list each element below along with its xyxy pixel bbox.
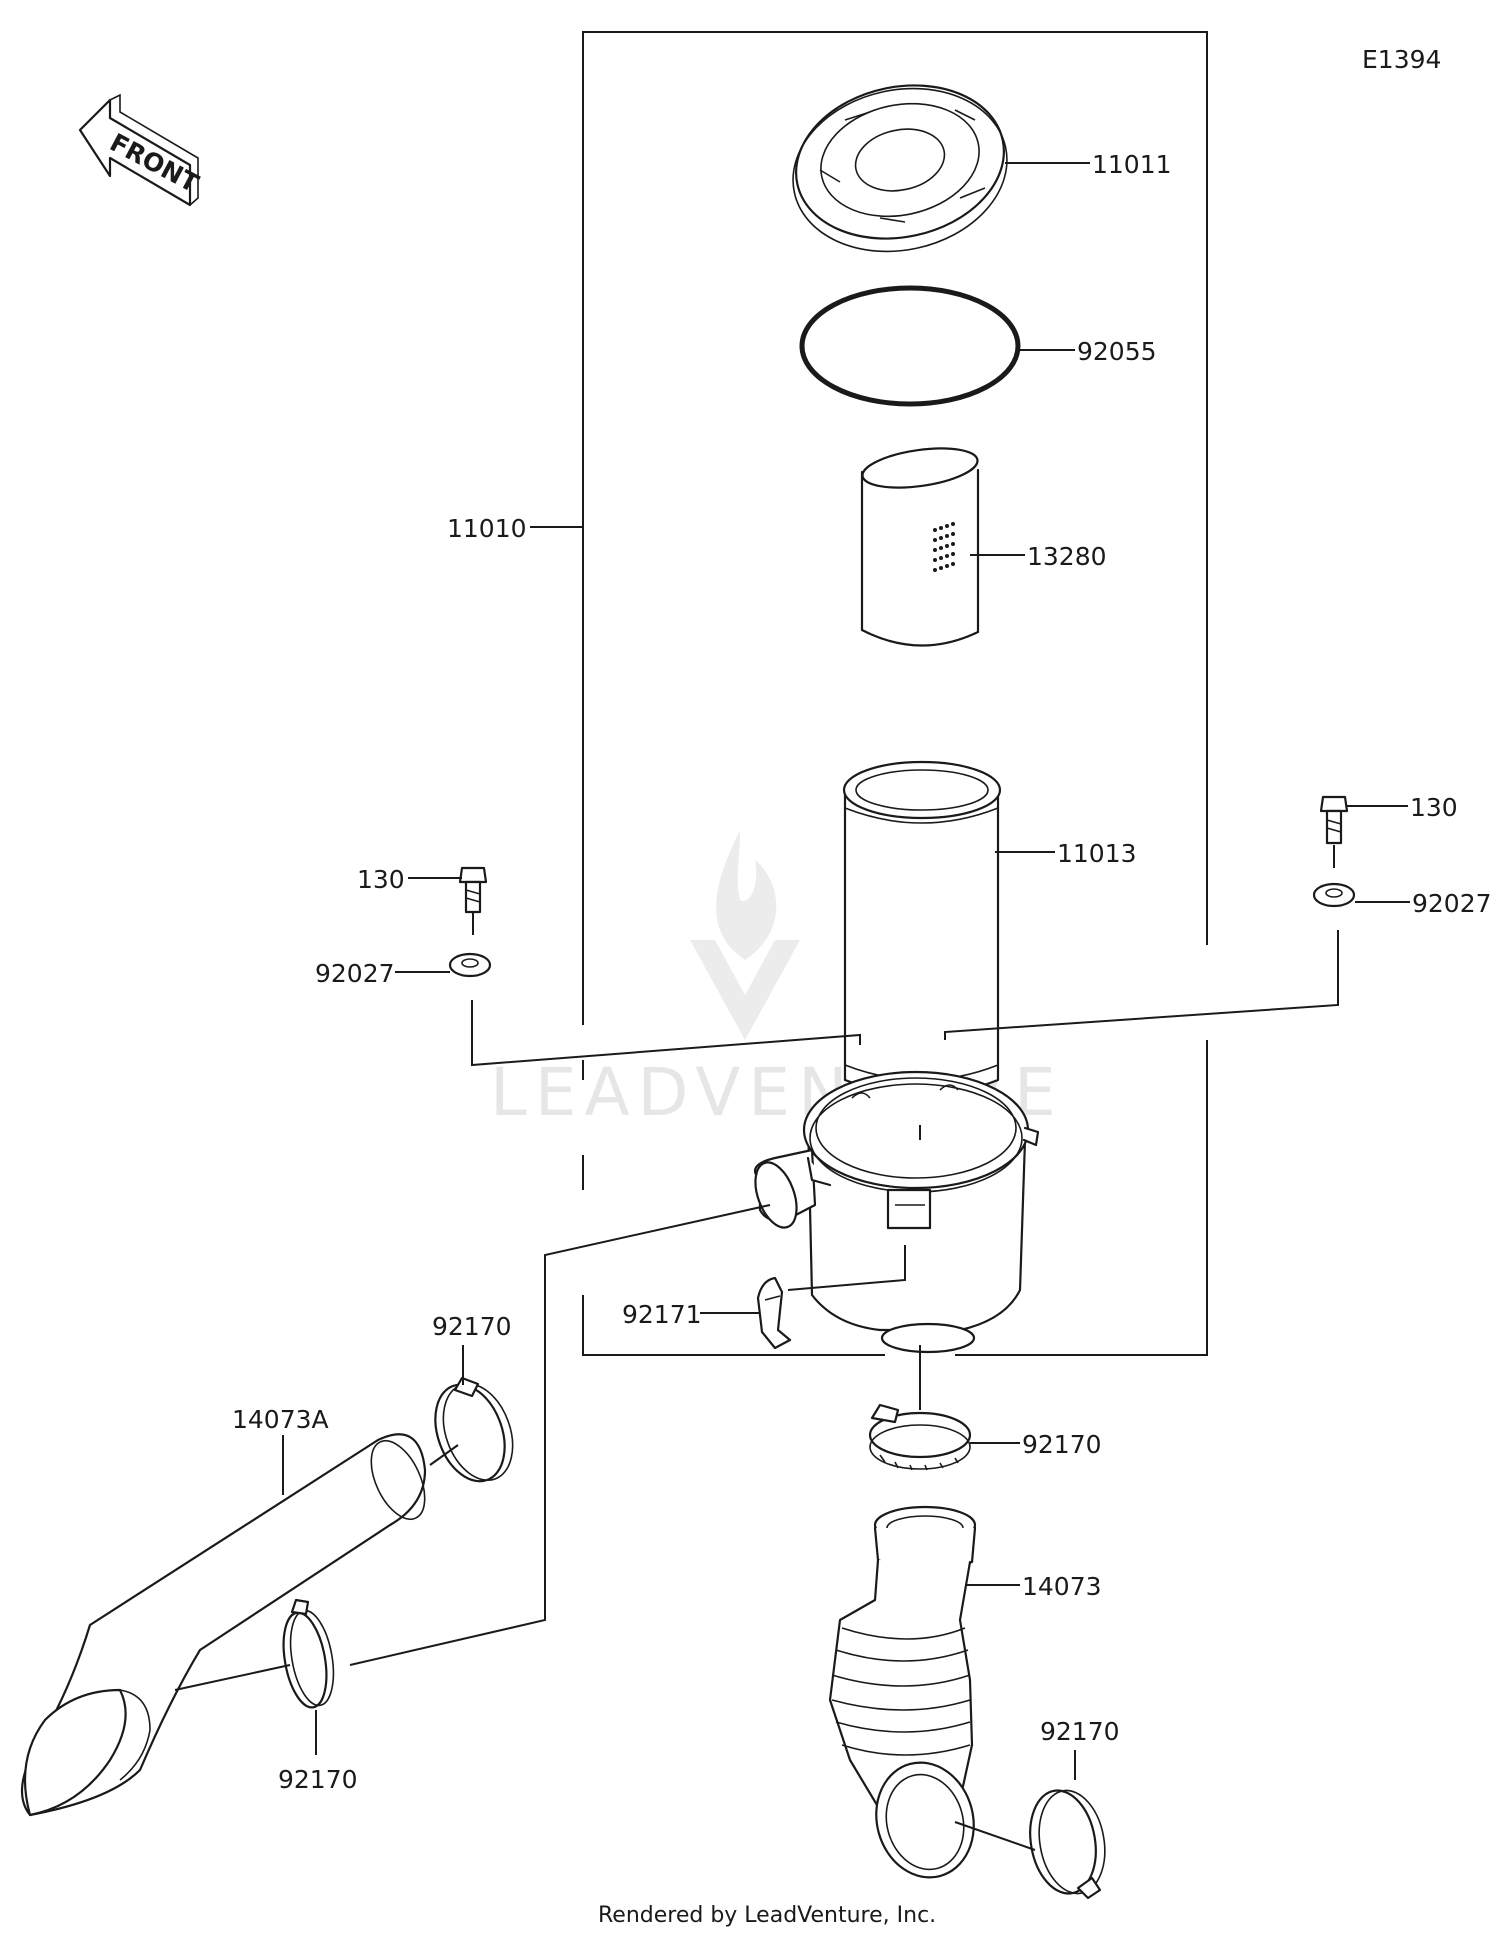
duct-part-14073A bbox=[20, 1433, 427, 1817]
callout-92170-upper-left: 92170 bbox=[432, 1312, 512, 1341]
callout-92171: 92171 bbox=[622, 1300, 702, 1329]
callout-130-left: 130 bbox=[357, 865, 405, 894]
hose-clamp-part-92170-upper-left bbox=[434, 1376, 514, 1483]
callout-92027-right: 92027 bbox=[1412, 889, 1492, 918]
callout-92170-lower-left: 92170 bbox=[278, 1765, 358, 1794]
callout-92170-right-bottom: 92170 bbox=[1040, 1717, 1120, 1746]
clip-part-92171 bbox=[756, 1276, 792, 1350]
callout-11013: 11013 bbox=[1057, 839, 1137, 868]
bolt-part-130-left bbox=[458, 866, 488, 914]
screen-part-13280 bbox=[860, 447, 980, 647]
diagram-code: E1394 bbox=[1362, 45, 1441, 74]
cover-part-11011 bbox=[792, 84, 1008, 253]
callout-92027-left: 92027 bbox=[315, 959, 395, 988]
callout-130-right: 130 bbox=[1410, 793, 1458, 822]
air-cleaner-housing bbox=[753, 1070, 1040, 1354]
front-arrow-icon: FRONT bbox=[78, 93, 203, 207]
callout-14073A: 14073A bbox=[232, 1405, 329, 1434]
hose-clamp-part-92170-center bbox=[868, 1403, 972, 1471]
assembly-bracket bbox=[530, 31, 1208, 1356]
o-ring-part-92055 bbox=[799, 285, 1021, 407]
footer-credit: Rendered by LeadVenture, Inc. bbox=[598, 1903, 936, 1928]
callout-14073: 14073 bbox=[1022, 1572, 1102, 1601]
bolt-part-130-right bbox=[1319, 795, 1349, 845]
washer-part-92027-left bbox=[448, 952, 492, 978]
callout-92170-center: 92170 bbox=[1022, 1430, 1102, 1459]
hose-clamp-part-92170-lower-left bbox=[282, 1598, 335, 1709]
hose-clamp-part-92170-right-bottom bbox=[1029, 1789, 1106, 1900]
callout-11011: 11011 bbox=[1092, 150, 1172, 179]
duct-part-14073 bbox=[828, 1505, 977, 1879]
callout-11010: 11010 bbox=[447, 514, 527, 543]
callout-92055: 92055 bbox=[1077, 337, 1157, 366]
filter-element-part-11013 bbox=[842, 760, 1002, 1097]
washer-part-92027-right bbox=[1312, 882, 1356, 908]
callout-13280: 13280 bbox=[1027, 542, 1107, 571]
